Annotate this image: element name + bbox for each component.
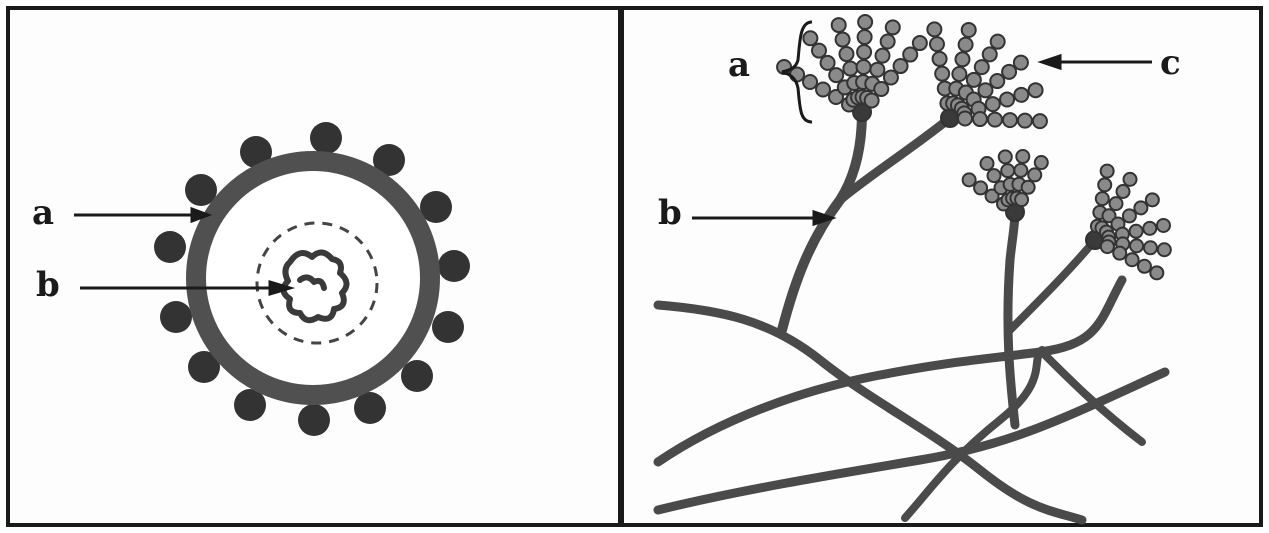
spore xyxy=(903,48,917,62)
spore xyxy=(858,30,872,44)
spore xyxy=(803,31,817,45)
spore xyxy=(1113,247,1126,260)
spore xyxy=(1117,185,1130,198)
spore xyxy=(1157,219,1170,232)
spore xyxy=(876,49,890,63)
spore xyxy=(803,75,817,89)
spore xyxy=(913,36,927,50)
label-a-right: a xyxy=(728,48,750,82)
spore xyxy=(1126,253,1139,266)
spore xyxy=(974,181,987,194)
spore xyxy=(990,74,1004,88)
spore xyxy=(958,112,972,126)
spore xyxy=(894,59,908,73)
spore xyxy=(986,97,1000,111)
spore xyxy=(1035,156,1048,169)
spore xyxy=(1001,164,1014,177)
spore xyxy=(870,63,884,77)
spore xyxy=(1014,56,1028,70)
spore xyxy=(886,20,900,34)
spore xyxy=(1003,113,1017,127)
label-b-left: b xyxy=(36,268,60,302)
spore xyxy=(1130,225,1143,238)
spore xyxy=(1096,192,1109,205)
spore xyxy=(963,173,976,186)
spore xyxy=(843,62,857,76)
spore xyxy=(930,37,944,51)
spore xyxy=(1002,65,1016,79)
spore xyxy=(1000,92,1014,106)
spore xyxy=(967,73,981,87)
spore xyxy=(962,23,976,37)
spore xyxy=(959,38,973,52)
spore-clusters xyxy=(777,15,1171,279)
spore xyxy=(1029,83,1043,97)
spore xyxy=(874,82,888,96)
spore xyxy=(821,56,835,70)
hyphae-network xyxy=(658,112,1165,520)
spore xyxy=(1134,201,1147,214)
spore xyxy=(1018,114,1032,128)
spore xyxy=(1110,197,1123,210)
spore xyxy=(952,67,966,81)
spore xyxy=(955,52,969,66)
spore xyxy=(975,60,989,74)
spore xyxy=(1015,193,1028,206)
spore xyxy=(857,45,871,59)
spore xyxy=(1123,209,1136,222)
spore xyxy=(836,33,850,47)
spore xyxy=(1028,168,1041,181)
spore xyxy=(1014,164,1027,177)
spore xyxy=(999,150,1012,163)
spore xyxy=(1130,239,1143,252)
spore xyxy=(1138,260,1151,273)
spore xyxy=(988,113,1002,127)
spore xyxy=(935,67,949,81)
spore xyxy=(816,83,830,97)
label-a-left: a xyxy=(32,196,54,230)
spore xyxy=(812,44,826,58)
spore xyxy=(881,35,895,49)
spore xyxy=(839,47,853,61)
spore xyxy=(1101,240,1114,253)
spore xyxy=(1158,243,1171,256)
spore xyxy=(1022,181,1035,194)
label-c-right: c xyxy=(1160,46,1181,80)
spore xyxy=(927,22,941,36)
spore xyxy=(981,157,994,170)
spore xyxy=(857,60,871,74)
spore xyxy=(991,35,1005,49)
spore xyxy=(983,47,997,61)
spore xyxy=(1101,165,1114,178)
spore xyxy=(832,18,846,32)
spore xyxy=(1146,193,1159,206)
spore xyxy=(1150,266,1163,279)
spore xyxy=(1016,150,1029,163)
spore xyxy=(884,71,898,85)
spore xyxy=(978,83,992,97)
spore xyxy=(1014,88,1028,102)
spore xyxy=(988,169,1001,182)
spore xyxy=(973,112,987,126)
spore xyxy=(933,52,947,66)
spore xyxy=(1144,241,1157,254)
spore xyxy=(858,15,872,29)
virus-particle xyxy=(154,122,470,436)
spore xyxy=(1033,114,1047,128)
spore xyxy=(865,94,879,108)
spore xyxy=(1143,222,1156,235)
spore xyxy=(829,68,843,82)
label-b-right: b xyxy=(658,196,682,230)
spore xyxy=(1098,178,1111,191)
spore xyxy=(1124,173,1137,186)
